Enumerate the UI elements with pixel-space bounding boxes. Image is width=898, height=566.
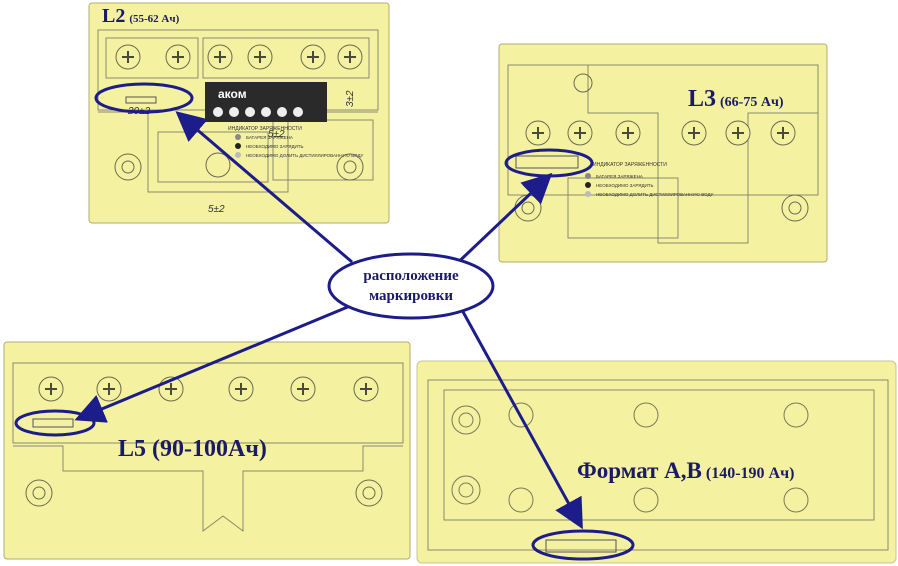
l3-name: L3 <box>688 86 717 112</box>
battery-ab-diagram <box>416 360 897 564</box>
l2-range: (55-62 Ач) <box>129 13 180 25</box>
svg-text:ИНДИКАТОР ЗАРЯЖЕННОСТИ: ИНДИКАТОР ЗАРЯЖЕННОСТИ <box>593 162 667 168</box>
svg-text:ИНДИКАТОР ЗАРЯЖЕННОСТИ: ИНДИКАТОР ЗАРЯЖЕННОСТИ <box>228 126 302 132</box>
svg-text:5±2: 5±2 <box>208 204 225 215</box>
l3-label: L3 (66-75 Ач) <box>688 86 784 113</box>
svg-text:аком: аком <box>218 87 247 101</box>
vent-cap-icon <box>114 153 142 181</box>
center-callout-label: расположение маркировки <box>331 266 491 306</box>
svg-text:БАТАРЕЯ ЗАРЯЖЕНА: БАТАРЕЯ ЗАРЯЖЕНА <box>246 135 293 140</box>
svg-text:НЕОБХОДИМО ДОЛИТЬ ДИСТИЛЛИРОВА: НЕОБХОДИМО ДОЛИТЬ ДИСТИЛЛИРОВАННУЮ ВОДУ <box>246 153 364 158</box>
battery-l3-diagram: ИНДИКАТОР ЗАРЯЖЕННОСТИ БАТАРЕЯ ЗАРЯЖЕНА … <box>498 43 828 263</box>
svg-text:НЕОБХОДИМО ЗАРЯДИТЬ: НЕОБХОДИМО ЗАРЯДИТЬ <box>246 144 304 149</box>
vent-cap-icon <box>781 194 809 222</box>
svg-text:НЕОБХОДИМО ЗАРЯДИТЬ: НЕОБХОДИМО ЗАРЯДИТЬ <box>596 183 654 188</box>
center-callout-line2: маркировки <box>368 288 454 304</box>
vent-cap-icon <box>336 153 364 181</box>
marking-location-strip <box>545 539 617 553</box>
svg-text:3±2: 3±2 <box>345 90 356 107</box>
marking-location-strip <box>125 96 157 104</box>
vent-cap-icon <box>25 479 53 507</box>
l2-name: L2 <box>102 5 126 27</box>
svg-text:5±2: 5±2 <box>268 129 285 140</box>
ab-label: Формат А,В (140-190 Ач) <box>577 458 794 484</box>
marking-location-strip <box>32 418 74 428</box>
marking-location-strip <box>515 155 579 169</box>
svg-text:НЕОБХОДИМО ДОЛИТЬ ДИСТИЛЛИРОВА: НЕОБХОДИМО ДОЛИТЬ ДИСТИЛЛИРОВАННУЮ ВОДУ <box>596 192 714 197</box>
l5-name: L5 <box>118 436 147 462</box>
ab-name: Формат А,В <box>577 458 702 483</box>
vent-cap-icon <box>355 479 383 507</box>
l5-range: (90-100Ач) <box>152 436 267 462</box>
l2-label: L2 (55-62 Ач) <box>102 5 179 28</box>
svg-text:БАТАРЕЯ ЗАРЯЖЕНА: БАТАРЕЯ ЗАРЯЖЕНА <box>596 174 643 179</box>
center-callout-ellipse <box>327 252 495 320</box>
l3-range: (66-75 Ач) <box>720 95 784 110</box>
ab-range: (140-190 Ач) <box>705 465 795 482</box>
battery-l2-diagram: аком ИНДИКАТОР ЗАРЯЖЕННОСТИ БАТАРЕЯ ЗАРЯ… <box>88 2 390 224</box>
center-callout-line1: расположение <box>363 268 459 284</box>
marking-highlight-ellipse <box>14 82 635 561</box>
l5-label: L5 (90-100Ач) <box>118 436 267 463</box>
